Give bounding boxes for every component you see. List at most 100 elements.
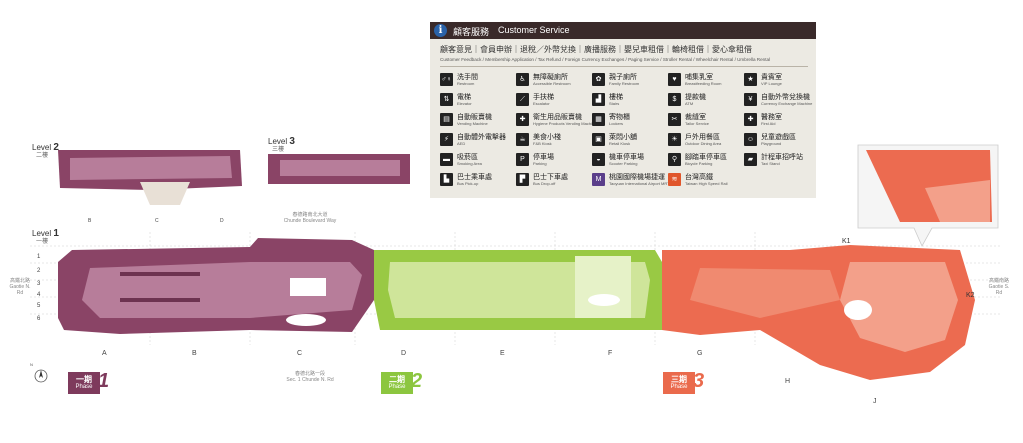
legend-label-zh: 巴士下車處 bbox=[533, 174, 568, 181]
phase-zh: 三期 bbox=[671, 375, 687, 384]
hsr-icon: ≋ bbox=[668, 173, 681, 186]
legend-label-en: Bus Pick-up bbox=[457, 181, 479, 186]
phase-box: 三期 Phase bbox=[663, 372, 695, 394]
level3-minimap bbox=[268, 154, 410, 184]
street-zh: 高鐵北路 bbox=[9, 278, 30, 284]
currency-exchange-icon: ¥ bbox=[744, 93, 757, 106]
legend-label-en: Tailor Service bbox=[685, 121, 710, 126]
level-number: 1 bbox=[53, 228, 59, 239]
level-word: Level bbox=[32, 229, 52, 238]
family-restroom-icon: ✿ bbox=[592, 73, 605, 86]
zone-label: K1 bbox=[842, 238, 851, 245]
bus-pickup-icon: ▙ bbox=[440, 173, 453, 186]
aed-icon: ⚡ bbox=[440, 133, 453, 146]
legend-label-en: Parking bbox=[533, 161, 547, 166]
legend-label-en: Escalator bbox=[533, 101, 550, 106]
legend-label-zh: 親子廁所 bbox=[609, 74, 637, 81]
legend-label-en: VIP Lounge bbox=[761, 81, 782, 86]
escalator-icon: ⟋ bbox=[516, 93, 529, 106]
grid-letter: C bbox=[155, 218, 159, 224]
grid-letter: A bbox=[102, 350, 107, 357]
street-en: Gaotie N. Rd bbox=[9, 284, 31, 296]
legend-label-en: Accessible Restroom bbox=[533, 81, 571, 86]
vip-lounge-icon: ★ bbox=[744, 73, 757, 86]
legend-label-zh: 桃園國際機場捷運 bbox=[609, 174, 665, 181]
legend-label-en: Family Restroom bbox=[609, 81, 640, 86]
legend-label-en: Taiwan High Speed Rail bbox=[685, 181, 728, 186]
info-icon: i bbox=[434, 24, 447, 37]
lockers-icon: ▦ bbox=[592, 113, 605, 126]
grid-letter: D bbox=[401, 350, 407, 357]
phase1-building[interactable] bbox=[58, 238, 374, 334]
legend-label-zh: 戶外用餐區 bbox=[685, 134, 720, 141]
legend-label-zh: 停車場 bbox=[533, 154, 554, 161]
phase-en: Phase bbox=[670, 384, 688, 390]
legend-label-zh: 醫務室 bbox=[761, 114, 782, 121]
legend-label-zh: 哺集乳室 bbox=[685, 74, 713, 81]
accessible-restroom-icon: ♿ bbox=[516, 73, 529, 86]
grid-letter: G bbox=[697, 350, 703, 357]
tailor-icon: ✂ bbox=[668, 113, 681, 126]
stairs-icon: ▟ bbox=[592, 93, 605, 106]
smoking-icon: ▬ bbox=[440, 153, 453, 166]
legend-label-zh: 衛生用品販賣機 bbox=[533, 114, 582, 121]
scooter-parking-icon: ◒ bbox=[592, 153, 605, 166]
bus-dropoff-icon: ▛ bbox=[516, 173, 529, 186]
street-zh: 春德路南北大道 bbox=[292, 212, 328, 218]
level-zh: 三樓 bbox=[272, 147, 285, 153]
street-en: Gaotie S. Rd bbox=[988, 284, 1010, 296]
phase2-building[interactable] bbox=[374, 250, 662, 330]
legend-label-en: F&B Kiosk bbox=[533, 141, 552, 146]
street-zh: 春德北路一段 bbox=[294, 371, 325, 377]
grid-letter: J bbox=[873, 398, 877, 405]
vending-machine-icon: ▤ bbox=[440, 113, 453, 126]
grid-letter: B bbox=[88, 218, 92, 224]
level2-label: Level 2 二樓 bbox=[32, 143, 59, 161]
phase3-building[interactable] bbox=[662, 245, 975, 380]
phase-number: 3 bbox=[693, 370, 705, 392]
legend-label-en: Taxi Stand bbox=[761, 161, 780, 166]
legend-label-zh: 自動外幣兌換機 bbox=[761, 94, 810, 101]
hygiene-vending-icon: ✚ bbox=[516, 113, 529, 126]
legend-label-en: Playground bbox=[761, 141, 782, 146]
legend-label-en: AED bbox=[457, 141, 466, 146]
legend-label-zh: 機車停車場 bbox=[609, 154, 644, 161]
level2-minimap bbox=[58, 150, 242, 205]
divider bbox=[440, 66, 808, 67]
grid-letter: E bbox=[500, 350, 505, 357]
phase-number: 2 bbox=[411, 370, 423, 392]
breastfeeding-icon: ♥ bbox=[668, 73, 681, 86]
row-number: 2 bbox=[37, 268, 41, 274]
street-west: 高鐵北路 Gaotie N. Rd bbox=[8, 278, 32, 296]
phase-en: Phase bbox=[75, 384, 93, 390]
legend-label-zh: 無障礙廁所 bbox=[533, 74, 568, 81]
legend-label-en: Breastfeeding Room bbox=[685, 81, 722, 86]
taxi-icon: ▰ bbox=[744, 153, 757, 166]
atm-icon: $ bbox=[668, 93, 681, 106]
legend-label-zh: 巴士乘車處 bbox=[457, 174, 492, 181]
legend-label-en: Scooter Parking bbox=[609, 161, 638, 166]
row-number: 3 bbox=[37, 281, 41, 287]
legend-label-zh: 台灣高鐵 bbox=[685, 174, 713, 181]
first-aid-icon: ✚ bbox=[744, 113, 757, 126]
service-list-en: Customer Feedback / Membership Applicati… bbox=[440, 57, 771, 62]
legend-label-en: Vending Machine bbox=[457, 121, 488, 126]
phase-zh: 二期 bbox=[389, 375, 405, 384]
